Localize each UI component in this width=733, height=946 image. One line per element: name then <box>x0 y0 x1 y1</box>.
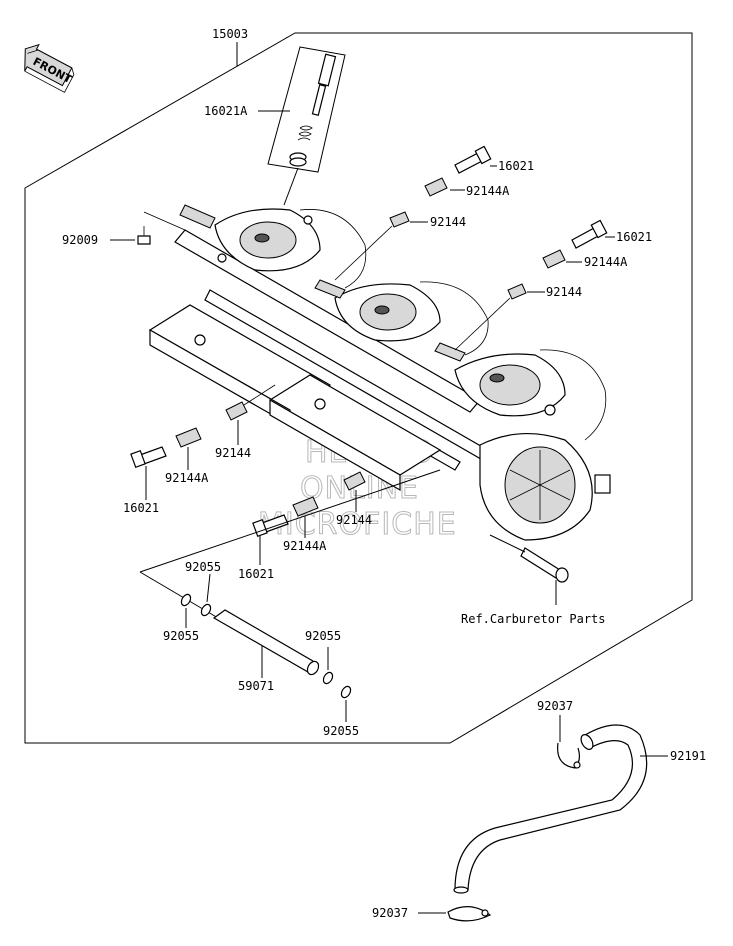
leader-92009-to-body <box>143 211 186 231</box>
label-spring-top: 92144A <box>466 184 510 198</box>
leader-ref-screw <box>489 534 526 553</box>
hose-92191-part <box>453 724 648 894</box>
label-spring-b: 92144 <box>546 285 582 299</box>
bolt-92009-part <box>137 226 151 245</box>
spring-92144-c-part <box>225 401 248 421</box>
leader-oring-2 <box>206 573 211 603</box>
label-spring-e: 92144A <box>283 539 327 553</box>
screw-16021-left-part <box>130 446 167 469</box>
label-spring-d: 92144 <box>336 513 372 527</box>
carburetor-bank <box>148 204 611 541</box>
leader-92144-c-to-body <box>243 384 276 406</box>
front-arrow-icon: FRONT <box>24 43 74 93</box>
label-spring-c: 92144 <box>215 446 251 460</box>
oring-3-part <box>322 671 334 685</box>
ref-note: Ref.Carburetor Parts <box>461 612 606 626</box>
label-oring-4: 92055 <box>323 724 359 738</box>
spring-92144a-top-part <box>424 177 448 197</box>
label-spring-a: 92144 <box>430 215 466 229</box>
label-bolt-left: 92009 <box>62 233 98 247</box>
label-pipe: 59071 <box>238 679 274 693</box>
label-screw-bottom: 16021 <box>238 567 274 581</box>
screw-16021-right-part <box>571 219 608 249</box>
label-hose: 92191 <box>670 749 706 763</box>
screw-16021-top-part <box>454 145 492 174</box>
clamp-92037-top-part <box>557 742 581 769</box>
spring-92144a-bottom-part <box>292 496 319 517</box>
spring-92144-d-part <box>343 471 366 491</box>
oring-1-part <box>180 593 192 607</box>
leader-92144-a-to-body <box>334 225 393 281</box>
label-screw-top: 16021 <box>498 159 534 173</box>
spring-92144a-right-part <box>542 249 566 269</box>
label-clamp-bottom: 92037 <box>372 906 408 920</box>
leader-92144-b-to-body <box>454 297 511 351</box>
label-oring-3: 92055 <box>305 629 341 643</box>
oring-2-part <box>200 603 212 617</box>
label-assembly: 15003 <box>212 27 248 41</box>
pipe-bracket-top <box>139 469 441 573</box>
label-jet-needle-set: 16021A <box>204 104 248 118</box>
leader-jet-down <box>283 167 299 206</box>
ref-carb-screw-part <box>520 547 569 583</box>
label-clamp-top: 92037 <box>537 699 573 713</box>
label-oring-2: 92055 <box>163 629 199 643</box>
spring-92144-a-part <box>389 211 410 228</box>
oring-4-part <box>340 685 352 699</box>
jet-needle-box <box>267 46 346 173</box>
label-spring-left: 92144A <box>165 471 209 485</box>
label-spring-right: 92144A <box>584 255 628 269</box>
pipe-59071-part <box>212 609 320 676</box>
spring-92144-b-part <box>507 283 527 300</box>
part-labels: 15003 16021A 16021 92144A 92144 16021 92… <box>62 27 706 920</box>
label-screw-right: 16021 <box>616 230 652 244</box>
spring-92144a-left-part <box>175 427 202 448</box>
jet-needle-part <box>289 53 337 167</box>
label-oring-1: 92055 <box>185 560 221 574</box>
watermark-line-3: MICROFICHE <box>258 507 457 542</box>
assembly-frame <box>24 32 693 744</box>
clamp-92037-bottom-part <box>447 906 492 922</box>
label-screw-left: 16021 <box>123 501 159 515</box>
